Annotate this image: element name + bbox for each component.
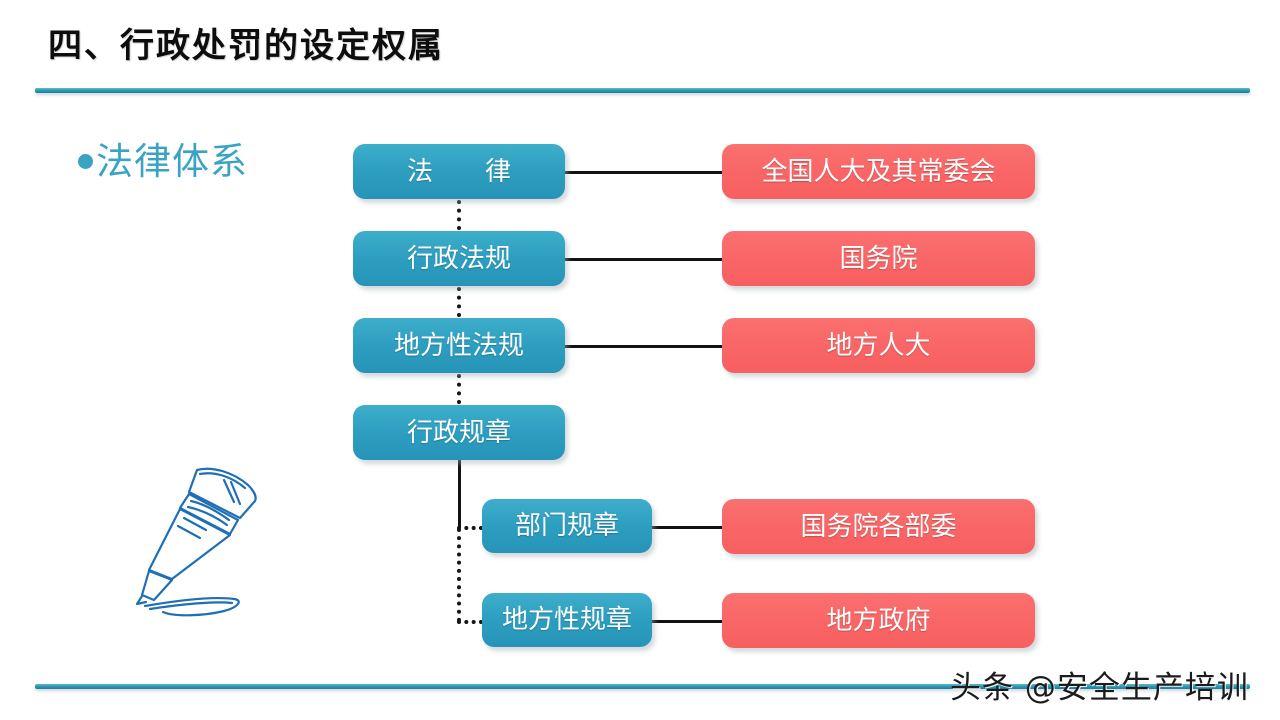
page-title: 四、行政处罚的设定权属 — [48, 26, 444, 66]
section-label: 法律体系 — [78, 143, 248, 180]
connector-dotted-rule-branch — [457, 528, 461, 622]
node-local-rule[interactable]: 地方性规章 — [482, 593, 652, 647]
connector-dotted-law-to-regulation — [457, 200, 461, 230]
connector-regulation-to-statecouncil — [565, 258, 723, 261]
node-department-rule[interactable]: 部门规章 — [482, 499, 652, 553]
pen-sketch-svg — [135, 467, 257, 617]
node-authority-ministries[interactable]: 国务院各部委 — [722, 499, 1035, 554]
connector-localreg-to-localnpc — [565, 345, 723, 348]
connector-solid-rule-drop — [458, 458, 461, 528]
connector-law-to-npc — [565, 171, 723, 174]
top-divider-rule — [35, 88, 1250, 93]
connector-dotted-regulation-to-localreg — [457, 287, 461, 317]
watermark-text: 头条 @安全生产培训 — [950, 670, 1249, 706]
node-law[interactable]: 法 律 — [353, 144, 565, 199]
node-authority-state-council[interactable]: 国务院 — [722, 231, 1035, 286]
section-label-text: 法律体系 — [96, 140, 248, 183]
node-authority-local-npc[interactable]: 地方人大 — [722, 318, 1035, 373]
bottom-divider-rule — [35, 684, 1250, 689]
pen-sketch-icon — [112, 452, 292, 642]
node-administrative-rule[interactable]: 行政规章 — [353, 405, 565, 460]
connector-dotted-localreg-to-rule — [457, 374, 461, 404]
connector-deptrule-to-ministries — [652, 526, 723, 529]
connector-dotted-stub-department-rule — [457, 526, 483, 530]
bullet-icon — [78, 154, 93, 169]
node-authority-local-government[interactable]: 地方政府 — [722, 593, 1035, 648]
connector-dotted-stub-local-rule — [457, 620, 483, 624]
connector-localrule-to-localgov — [652, 620, 723, 623]
node-administrative-regulation[interactable]: 行政法规 — [353, 231, 565, 286]
node-local-regulation[interactable]: 地方性法规 — [353, 318, 565, 373]
node-authority-npc[interactable]: 全国人大及其常委会 — [722, 144, 1035, 199]
